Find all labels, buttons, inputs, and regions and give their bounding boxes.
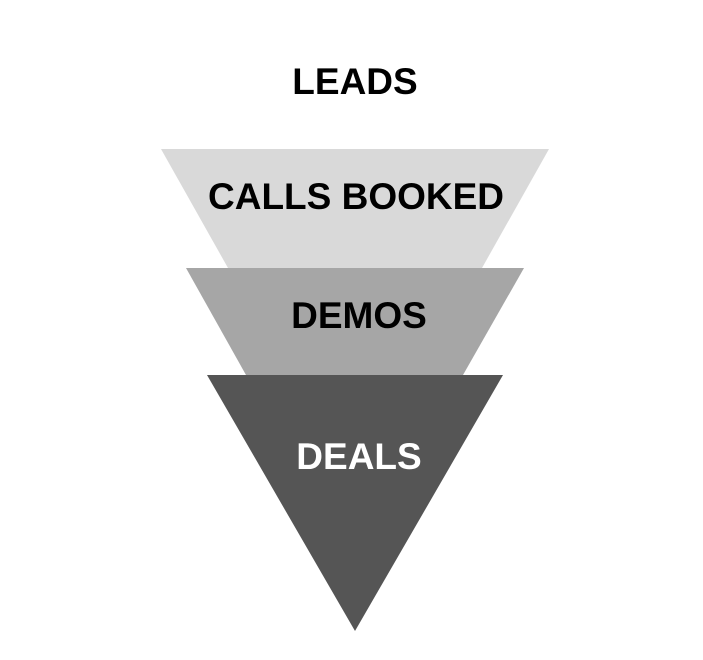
- funnel-stage-deals-shape: [207, 375, 503, 631]
- funnel-stage-calls-booked-shape: [161, 149, 549, 268]
- funnel-stage-demos-shape: [186, 268, 524, 375]
- funnel-stage-calls-booked-label: CALLS BOOKED: [208, 176, 504, 217]
- funnel-stage-leads-label: LEADS: [292, 61, 417, 102]
- funnel-stage-deals-label: DEALS: [296, 436, 421, 477]
- funnel-stage-demos-label: DEMOS: [291, 295, 427, 336]
